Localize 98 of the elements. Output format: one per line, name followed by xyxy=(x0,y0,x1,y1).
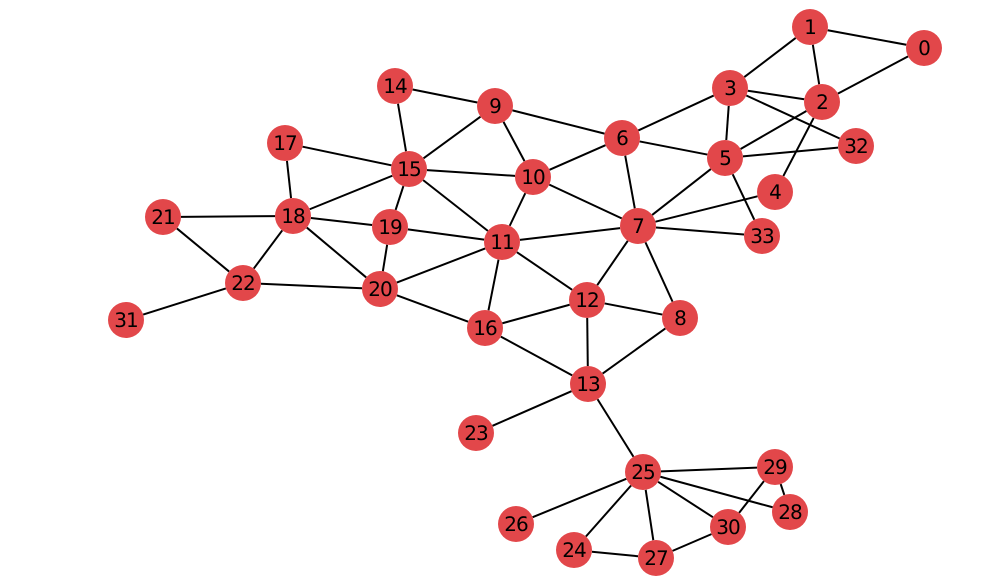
graph-node: 22 xyxy=(225,265,261,301)
edge-line xyxy=(644,242,674,302)
edge-line xyxy=(596,240,629,286)
graph-node: 33 xyxy=(744,218,780,254)
graph-node: 32 xyxy=(838,128,874,164)
edge-line xyxy=(585,484,632,538)
edge-line xyxy=(382,244,388,272)
graph-node: 10 xyxy=(515,159,551,195)
graph-node: 19 xyxy=(372,209,408,245)
edge-line xyxy=(412,88,478,104)
edge-line xyxy=(748,90,804,100)
edge-line xyxy=(512,109,605,135)
edge-line xyxy=(397,104,407,152)
graph-node: 0 xyxy=(906,30,942,66)
graph-node: 16 xyxy=(467,310,503,346)
edge-line xyxy=(602,328,666,374)
graph-node: 24 xyxy=(556,532,592,568)
edge-line xyxy=(422,179,488,232)
graph-node: 7 xyxy=(620,208,656,244)
edge-line xyxy=(604,302,663,316)
edge-line xyxy=(532,478,627,518)
edge-line xyxy=(548,184,622,220)
graph-node: 23 xyxy=(458,415,494,451)
edge-line xyxy=(586,318,589,366)
edge-line xyxy=(812,44,820,84)
edge-line xyxy=(286,160,292,198)
edge-line xyxy=(738,480,765,514)
graph-node: 21 xyxy=(145,199,181,235)
edge-line xyxy=(396,294,468,323)
graph-node: 31 xyxy=(108,302,144,338)
graph-node: 3 xyxy=(712,70,748,106)
edge-line xyxy=(492,390,572,427)
edge-line xyxy=(426,169,516,177)
edge-line xyxy=(176,228,230,272)
edge-line xyxy=(837,56,909,94)
edge-line xyxy=(260,282,362,290)
edge-line xyxy=(652,168,712,216)
edge-line xyxy=(310,217,372,226)
graph-node: 2 xyxy=(804,84,840,120)
edge-line xyxy=(744,37,796,78)
graph-node: 27 xyxy=(638,540,674,576)
graph-node: 17 xyxy=(267,125,303,161)
graph-node: 30 xyxy=(710,509,746,545)
edge-line xyxy=(725,106,730,140)
edge-line xyxy=(142,287,226,316)
edge-line xyxy=(592,550,638,558)
graph-node: 13 xyxy=(570,366,606,402)
edge-line xyxy=(516,251,573,291)
edge-line xyxy=(502,121,526,162)
edge-line xyxy=(638,94,714,132)
graph-node: 12 xyxy=(569,282,605,318)
edge-line xyxy=(658,480,714,518)
edge-line xyxy=(520,227,620,241)
edge-line xyxy=(408,228,484,241)
edge-line xyxy=(508,192,526,226)
graph-node: 1 xyxy=(792,9,828,45)
edge-line xyxy=(740,110,807,150)
edge-line xyxy=(656,226,744,236)
edge-line xyxy=(655,195,758,223)
edge-line xyxy=(644,490,654,540)
graph-node: 6 xyxy=(604,120,640,156)
graph-node: 26 xyxy=(498,506,534,542)
edge-line xyxy=(639,140,708,156)
graph-node: 4 xyxy=(757,174,793,210)
edge-line xyxy=(596,398,634,458)
edge-line xyxy=(660,476,773,508)
graph-node: 28 xyxy=(772,494,808,530)
graph-node: 9 xyxy=(477,88,513,124)
graph-node: 5 xyxy=(707,140,743,176)
edge-line xyxy=(502,304,570,324)
edge-line xyxy=(394,186,404,210)
edge-line xyxy=(252,230,284,270)
graph-node: 18 xyxy=(275,198,311,234)
edge-line xyxy=(672,533,712,552)
graph-node: 20 xyxy=(362,271,398,307)
edge-line xyxy=(828,29,906,46)
edge-line xyxy=(396,248,486,284)
edge-line xyxy=(732,174,756,220)
edge-line xyxy=(302,146,392,166)
edge-line xyxy=(780,484,786,496)
graph-node: 14 xyxy=(377,68,413,104)
graph-node: 15 xyxy=(391,151,427,187)
graph-node: 11 xyxy=(484,224,520,260)
graph-node: 8 xyxy=(662,300,698,336)
edge-line xyxy=(500,336,573,376)
graph-node: 29 xyxy=(757,449,793,485)
edge-line xyxy=(746,94,840,140)
edge-line xyxy=(782,118,815,176)
edge-line xyxy=(306,226,367,278)
graph-node: 25 xyxy=(625,454,661,490)
edge-line xyxy=(181,215,275,218)
edge-line xyxy=(309,174,393,210)
edge-line xyxy=(624,156,636,208)
edge-line xyxy=(422,116,482,160)
edge-line xyxy=(742,146,838,158)
edge-line xyxy=(549,144,606,171)
edge-line xyxy=(660,466,758,472)
edge-line xyxy=(488,259,500,311)
